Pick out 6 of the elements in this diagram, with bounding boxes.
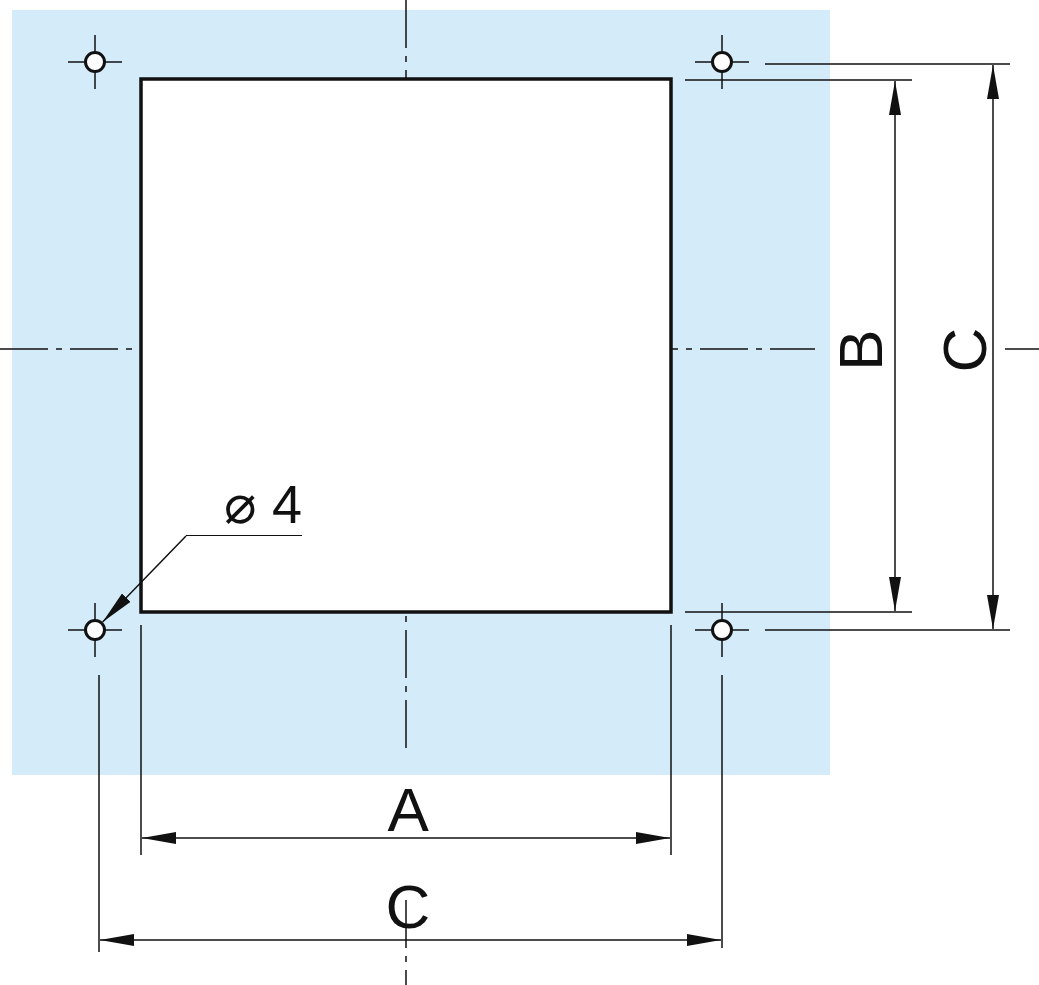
leader-line (101, 535, 187, 623)
dimension-label: C (933, 327, 996, 373)
diameter-callout: ⌀ 4 (186, 476, 302, 536)
dimension-label: C (385, 876, 431, 938)
dimension-label: A (387, 779, 429, 841)
dimension-label: B (829, 329, 892, 371)
